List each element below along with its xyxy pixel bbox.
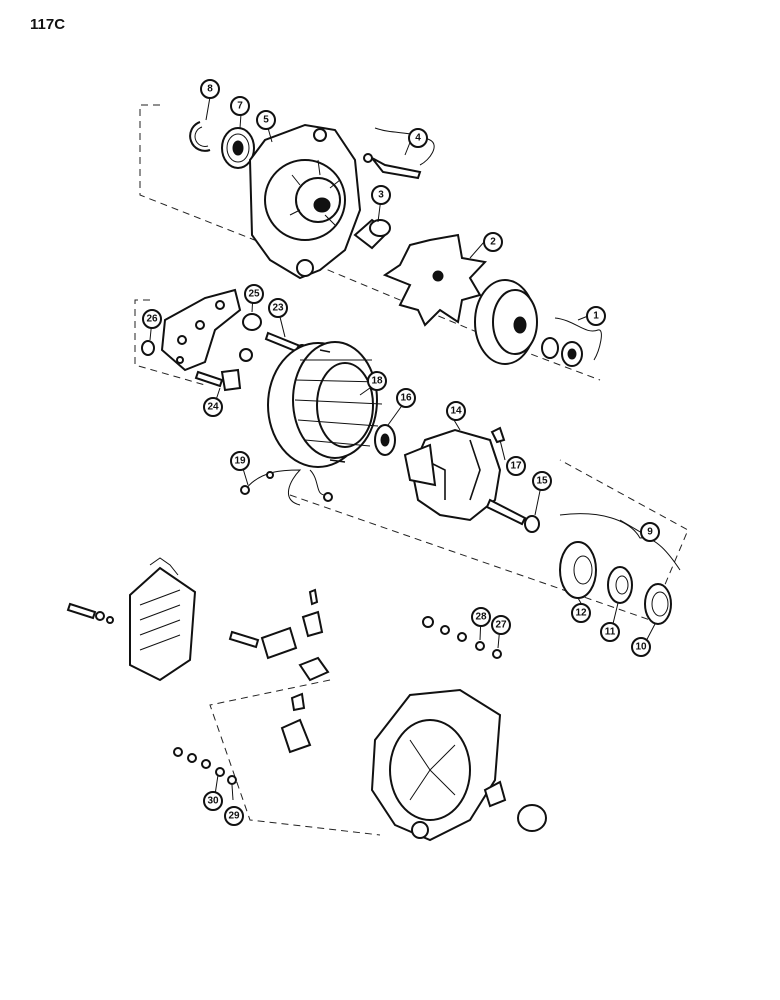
stator-leads-part	[240, 469, 333, 506]
fan-part	[382, 233, 487, 327]
pulley-part	[474, 279, 602, 367]
callout-5: 5	[256, 110, 276, 130]
callout-16: 16	[396, 388, 416, 408]
stator-part	[267, 341, 383, 468]
svg-text:25: 25	[248, 289, 260, 300]
collar-part	[524, 515, 540, 533]
alignment-lines	[134, 104, 689, 836]
callout-15: 15	[532, 471, 552, 491]
svg-text:5: 5	[263, 115, 269, 126]
svg-text:1: 1	[593, 311, 599, 322]
callout-leaders	[149, 96, 656, 809]
callout-11: 11	[600, 622, 620, 642]
callout-8: 8	[200, 79, 220, 99]
svg-text:30: 30	[207, 796, 219, 807]
through-bolt-part	[363, 127, 435, 180]
svg-text:9: 9	[647, 527, 653, 538]
spacer-part	[353, 218, 391, 250]
callout-3: 3	[371, 185, 391, 205]
drive-end-frame-part	[248, 123, 362, 280]
callout-24: 24	[203, 397, 223, 417]
brush-holder-part	[228, 588, 330, 754]
svg-text:18: 18	[371, 376, 383, 387]
heat-sink-plate-part	[141, 288, 242, 372]
callout-14: 14	[446, 401, 466, 421]
svg-text:7: 7	[237, 101, 243, 112]
svg-text:17: 17	[510, 461, 522, 472]
callout-2: 2	[483, 232, 503, 252]
callout-23: 23	[268, 298, 288, 318]
regulator-part	[66, 557, 197, 682]
seal-kit-part	[559, 513, 681, 625]
slip-ring-end-frame-part	[370, 688, 547, 842]
callout-26: 26	[142, 309, 162, 329]
svg-text:14: 14	[450, 406, 462, 417]
rotor-part	[403, 428, 527, 526]
stud-bolt-part	[194, 368, 242, 392]
svg-text:10: 10	[635, 642, 647, 653]
callout-30: 30	[203, 791, 223, 811]
callout-19: 19	[230, 451, 250, 471]
svg-text:3: 3	[378, 190, 384, 201]
callout-28: 28	[471, 607, 491, 627]
svg-text:15: 15	[536, 476, 548, 487]
callout-4: 4	[408, 128, 428, 148]
snap-ring-part	[189, 121, 211, 152]
svg-text:29: 29	[228, 811, 240, 822]
callout-17: 17	[506, 456, 526, 476]
svg-text:23: 23	[272, 303, 284, 314]
svg-text:16: 16	[400, 393, 412, 404]
rotor-bearing-part	[374, 424, 396, 456]
woodruff-key-part	[490, 426, 506, 444]
bearing-part	[221, 127, 255, 169]
svg-text:2: 2	[490, 237, 496, 248]
hardware-nuts-washers	[173, 616, 502, 785]
svg-text:4: 4	[415, 133, 421, 144]
svg-text:26: 26	[146, 314, 158, 325]
svg-text:19: 19	[234, 456, 246, 467]
insulator-part	[239, 313, 262, 362]
callout-7: 7	[230, 96, 250, 116]
callout-27: 27	[491, 615, 511, 635]
callout-9: 9	[640, 522, 660, 542]
svg-text:11: 11	[605, 627, 616, 638]
callout-1: 1	[586, 306, 606, 326]
callout-18: 18	[367, 371, 387, 391]
svg-text:24: 24	[207, 402, 219, 413]
callout-25: 25	[244, 284, 264, 304]
callout-10: 10	[631, 637, 651, 657]
callout-12: 12	[571, 603, 591, 623]
callout-29: 29	[224, 806, 244, 826]
svg-text:8: 8	[207, 84, 213, 95]
svg-text:28: 28	[475, 612, 487, 623]
svg-text:12: 12	[575, 608, 587, 619]
page-number: 117C	[30, 16, 66, 33]
svg-text:27: 27	[495, 620, 507, 631]
